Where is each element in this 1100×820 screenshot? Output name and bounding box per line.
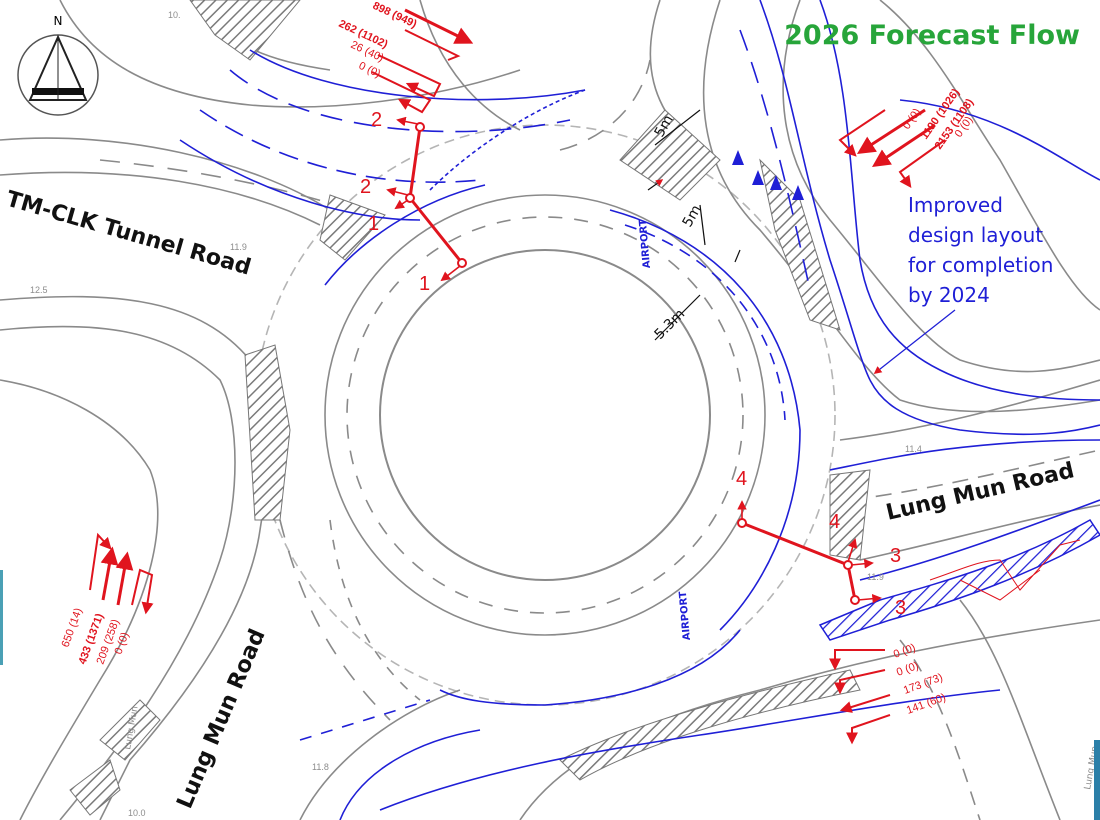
turning-arrows-top bbox=[371, 8, 474, 114]
flow-value: 0 (0) bbox=[895, 660, 920, 679]
junction-point-label: 4 bbox=[736, 468, 747, 490]
flow-value: 0 (0) bbox=[892, 642, 917, 661]
junction-point-label: 4 bbox=[829, 511, 840, 533]
flow-value: 898 (949) bbox=[371, 0, 419, 31]
level-label: 10.0 bbox=[128, 808, 146, 818]
flow-value: 0 (0) bbox=[901, 106, 924, 131]
central-island bbox=[379, 249, 711, 581]
level-label: 10. bbox=[168, 10, 181, 20]
dimension-5m-mid: 5m bbox=[680, 202, 705, 230]
edge-accent-left bbox=[0, 570, 3, 665]
yield-markers bbox=[732, 150, 804, 200]
turning-arrows-east bbox=[838, 108, 946, 188]
red-detail-lines bbox=[929, 539, 1081, 601]
turning-arrows-south bbox=[829, 649, 891, 745]
chart-title: 2026 Forecast Flow bbox=[784, 20, 1080, 51]
junction-point-label: 2 bbox=[360, 176, 371, 198]
junction-point-label: 3 bbox=[895, 597, 906, 619]
junction-point-label: 2 bbox=[371, 109, 382, 131]
edge-accent-right bbox=[1094, 740, 1100, 820]
level-label: 11.8 bbox=[312, 762, 329, 772]
hatched-islands bbox=[69, 0, 871, 816]
note-line-3: for completion bbox=[908, 253, 1053, 277]
junction-point-labels: 1 1 2 2 3 3 4 4 bbox=[360, 109, 906, 619]
note-line-1: Improved bbox=[908, 193, 1003, 217]
junction-arrows bbox=[386, 116, 882, 604]
level-label: 12.5 bbox=[30, 285, 48, 295]
marking-airport-2: AIRPORT bbox=[678, 591, 693, 641]
improved-design-lines bbox=[179, 0, 1100, 820]
north-label: N bbox=[54, 14, 63, 28]
junction-point-label: 3 bbox=[890, 545, 901, 567]
junction-point-label: 1 bbox=[419, 273, 430, 295]
note-line-4: by 2024 bbox=[908, 283, 990, 307]
level-label: 11.9 bbox=[230, 242, 247, 252]
turning-arrows-west bbox=[89, 532, 154, 615]
flow-value: 650 (14) bbox=[60, 606, 85, 649]
flow-values-south: 0 (0) 0 (0) 173 (73) 141 (60) bbox=[892, 642, 948, 717]
road-name-lung-mun-sw: Lung Mun Road bbox=[173, 626, 271, 813]
dimension-markers bbox=[647, 109, 741, 341]
level-label: 11.4 bbox=[905, 444, 922, 454]
junction-point-label: 1 bbox=[368, 213, 379, 235]
marking-airport-1: AIRPORT bbox=[638, 219, 653, 269]
note-leader bbox=[873, 309, 956, 374]
level-label: 11.9 bbox=[867, 572, 884, 582]
road-name-tunnel: TM-CLK Tunnel Road bbox=[3, 187, 253, 281]
design-note: Improved design layout for completion by… bbox=[908, 193, 1053, 307]
north-arrow: N bbox=[17, 14, 99, 116]
note-line-2: design layout bbox=[908, 223, 1043, 247]
spot-levels: 10. 12.5 11.9 11.4 11.9 11.8 10.0 bbox=[30, 10, 922, 818]
flow-values-west: 650 (14) 433 (1371) 209 (258) 0 (0) bbox=[60, 606, 132, 666]
circulatory-outer bbox=[324, 194, 766, 636]
